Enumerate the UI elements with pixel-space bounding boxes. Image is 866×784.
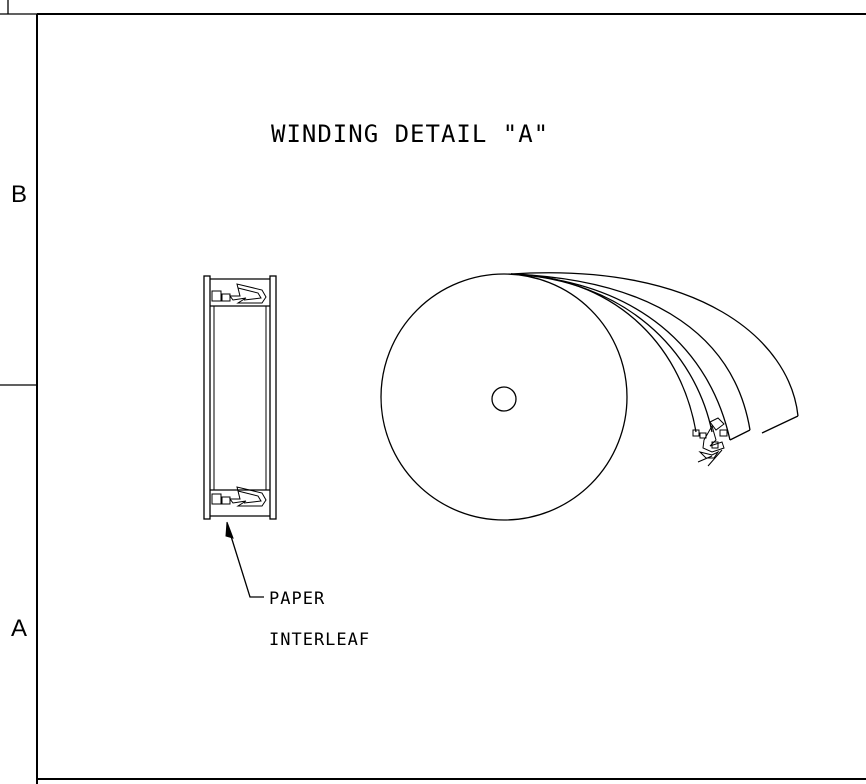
coil-outline	[380, 273, 628, 521]
coil-center-hole	[491, 386, 517, 412]
zone-label-b: B	[11, 181, 27, 208]
paper-interleaf-leader	[225, 521, 264, 598]
strip-end-profile	[692, 417, 728, 467]
spool-side-view	[203, 275, 277, 520]
callout-line-1: PAPER	[269, 589, 325, 609]
conductor-section-lower	[211, 486, 267, 507]
detail-title: WINDING DETAIL "A"	[271, 120, 549, 148]
callout-line-2: INTERLEAF	[269, 630, 370, 650]
coil-front-view	[380, 272, 799, 521]
unwinding-strips	[510, 272, 799, 441]
conductor-section-upper	[211, 283, 267, 304]
zone-label-a: A	[11, 615, 27, 642]
